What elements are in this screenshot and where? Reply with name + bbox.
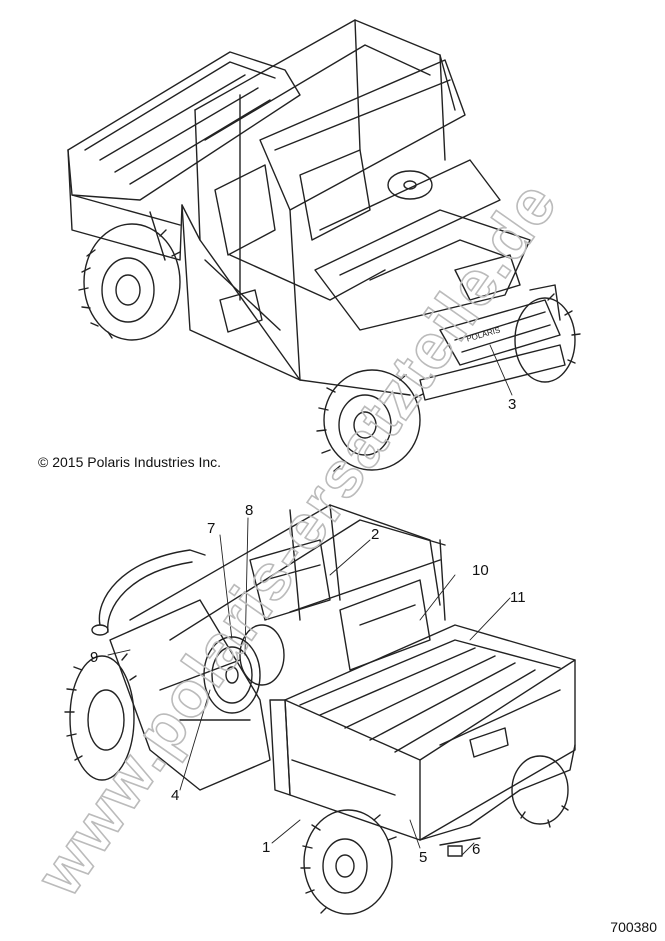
callout-5: 5 (419, 849, 428, 866)
vehicle-rear-view (64, 504, 576, 915)
callout-6: 6 (472, 841, 481, 858)
callout-7: 7 (207, 520, 216, 537)
copyright-text: © 2015 Polaris Industries Inc. (38, 454, 222, 470)
callout-9: 9 (90, 649, 99, 666)
callout-1: 1 (262, 839, 271, 856)
callout-2: 2 (371, 526, 380, 543)
callout-3: 3 (508, 396, 517, 413)
callout-11: 11 (510, 589, 526, 606)
reference-number: 700380 (610, 919, 657, 935)
leader-lines (107, 344, 513, 856)
vehicle-front-view (67, 19, 581, 472)
callout-10: 10 (472, 562, 489, 579)
callout-4: 4 (171, 787, 180, 804)
callout-8: 8 (245, 502, 254, 519)
